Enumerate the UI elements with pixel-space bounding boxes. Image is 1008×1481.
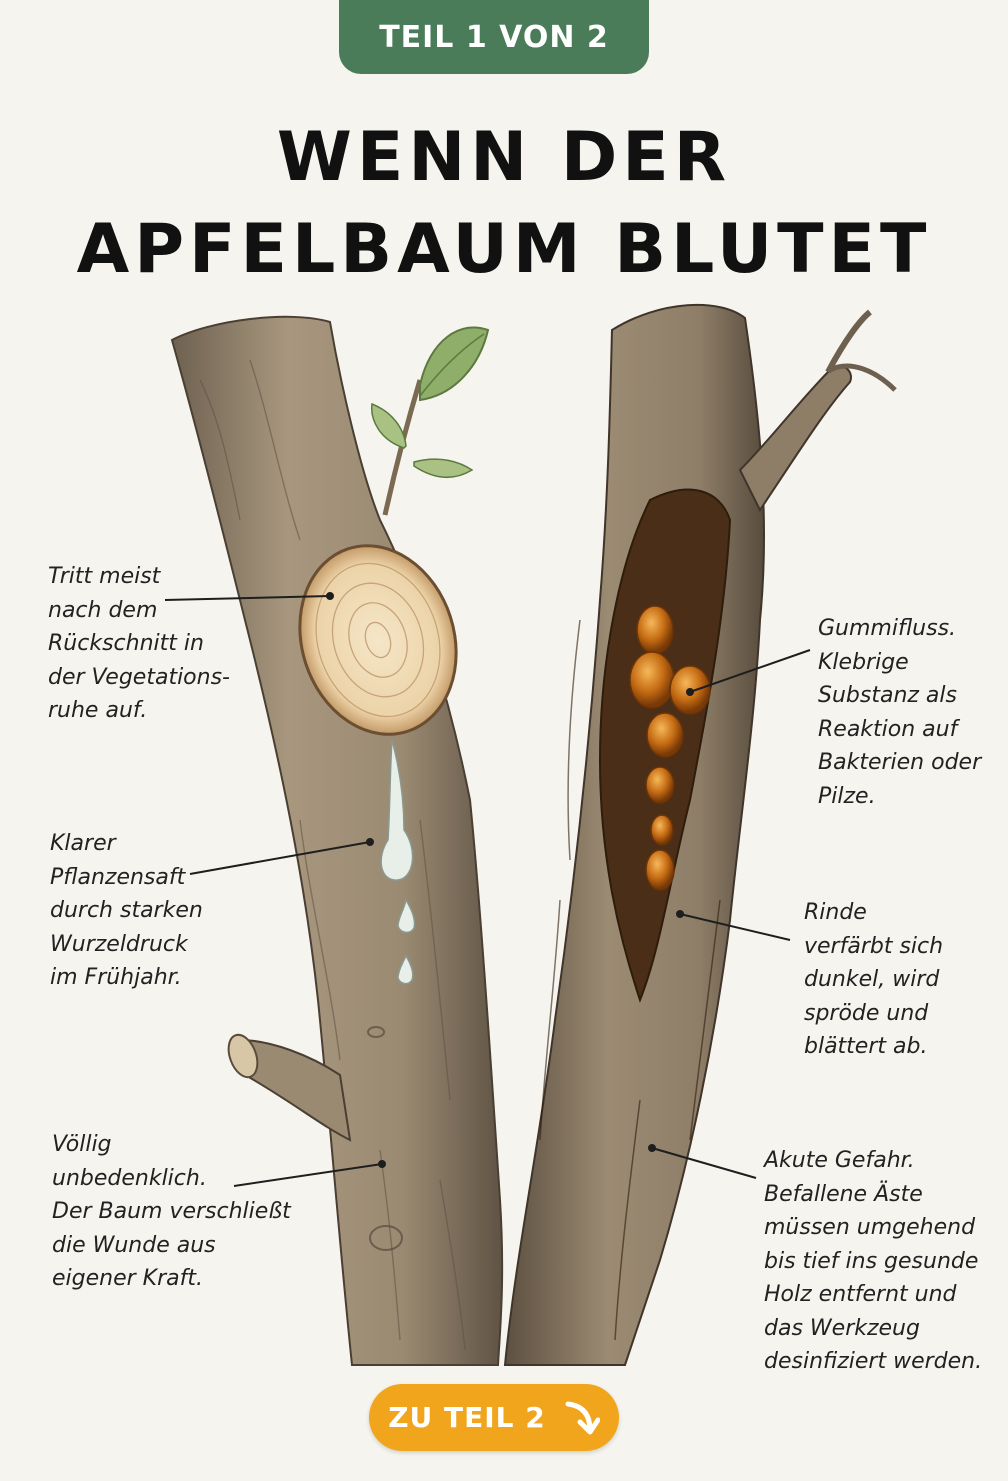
cut-wound (298, 544, 458, 736)
annotation-right-middle: Rinde verfärbt sich dunkel, wird spröde … (804, 900, 944, 1059)
next-part-button[interactable]: ZU TEIL 2 (369, 1384, 619, 1451)
left-trunk (170, 315, 504, 1366)
page-title: WENN DER APFELBAUM BLUTET (0, 112, 1008, 296)
annotation-right-top: Gummifluss. Klebrige Substanz als Reakti… (818, 616, 982, 809)
sap-drops (380, 739, 416, 985)
annotation-right-bottom: Akute Gefahr. Befallene Äste müssen umge… (764, 1148, 983, 1374)
annotation-left-top: Tritt meist nach dem Rückschnitt in der … (48, 564, 230, 723)
part-badge: TEIL 1 VON 2 (339, 0, 649, 74)
annotation-left-middle: Klarer Pflanzensaft durch starken Wurzel… (50, 831, 203, 990)
leaf-sprout (371, 326, 490, 516)
title-line-2: APFELBAUM BLUTET (76, 210, 932, 289)
next-part-label: ZU TEIL 2 (388, 1401, 546, 1434)
annotation-left-bottom: Völlig unbedenklich. Der Baum verschließ… (52, 1132, 291, 1291)
leader-lines (164, 592, 811, 1187)
arrow-down-right-icon (565, 1401, 600, 1434)
title-line-1: WENN DER (276, 118, 732, 197)
